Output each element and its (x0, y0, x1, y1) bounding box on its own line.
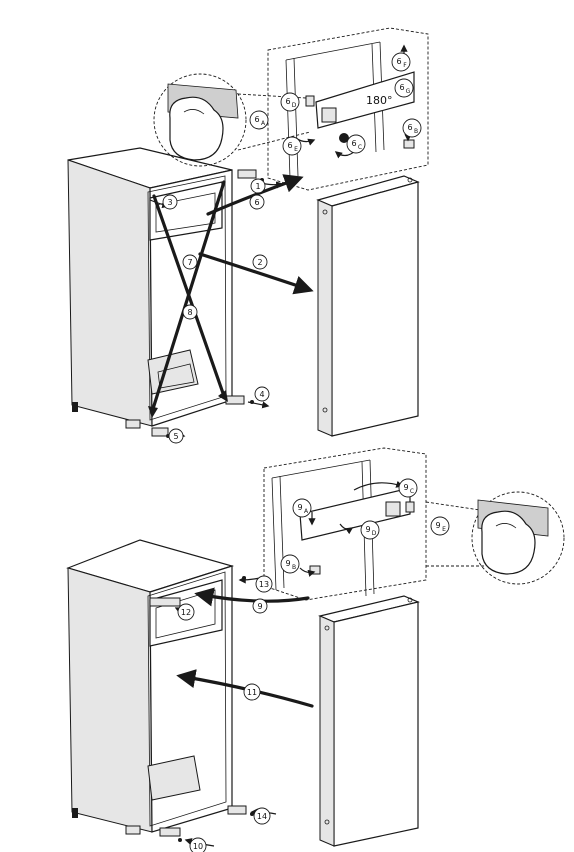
fridge-cabinet-top (67, 147, 264, 438)
callout-10: 10 (189, 837, 207, 852)
callout-1: 1 (250, 178, 266, 194)
callout-12: 12 (177, 603, 195, 621)
subcallout-number: 6 (285, 97, 290, 106)
subcallout-number: 6 (399, 83, 404, 92)
callout-number: 4 (259, 390, 264, 399)
fridge-door-bottom (318, 595, 420, 847)
subcallout-number: 6 (396, 57, 401, 66)
subcallout-letter: F (403, 62, 407, 69)
rotation-label: 180° (366, 94, 393, 107)
subcallout-number: 6 (407, 123, 412, 132)
subcallout-letter: D (292, 102, 297, 109)
callout-3: 3 (162, 194, 178, 210)
bottom-hinge-new (227, 805, 247, 815)
removal-panel: 180° (67, 27, 429, 439)
subcallout-letter: A (304, 508, 309, 515)
callout-number: 2 (257, 258, 262, 267)
callout-6: 6 (249, 194, 265, 210)
reassembly-panel (66, 447, 565, 847)
callout-number: 11 (247, 688, 257, 697)
subcallout-letter: B (414, 128, 418, 135)
arrow-2 (198, 252, 314, 295)
callout-7: 7 (182, 254, 198, 270)
callout-11: 11 (243, 683, 261, 701)
bottom-hinge (225, 395, 245, 405)
subcallout-number: 9 (297, 503, 302, 512)
top-hinge-new (149, 597, 181, 607)
fridge-door-top (316, 175, 420, 437)
subcallout-number: 9 (403, 483, 408, 492)
arrow-8 (152, 194, 226, 398)
callout-14: 14 (253, 807, 271, 825)
callout-number: 14 (257, 812, 267, 821)
subcallout-letter: G (406, 88, 411, 95)
callout-number: 6 (254, 198, 259, 207)
subcallout-letter: E (294, 146, 298, 153)
handle-detail-top (267, 27, 429, 191)
subcallout-number: 6 (351, 139, 356, 148)
magnifier-top (153, 73, 311, 167)
callout-9: 9 (252, 598, 268, 614)
subcallout-letter: E (442, 526, 446, 533)
callout-number: 13 (259, 580, 269, 589)
subcallout-number: 9 (285, 559, 290, 568)
callout-number: 12 (181, 608, 191, 617)
subcallout-letter: B (292, 564, 296, 571)
subcallout-number: 6 (287, 141, 292, 150)
callout-number: 8 (187, 308, 192, 317)
subcallout-letter: A (261, 120, 266, 127)
callout-13: 13 (255, 575, 273, 593)
callout-5: 5 (168, 428, 184, 444)
magnifier-bottom (425, 491, 565, 585)
callout-4: 4 (254, 386, 270, 402)
callout-number: 10 (193, 842, 203, 851)
hand-icon (481, 510, 536, 575)
subcallout-number: 6 (254, 115, 259, 124)
subcallout-number: 9 (365, 525, 370, 534)
subcallout-letter: C (358, 144, 362, 151)
callout-number: 3 (167, 198, 172, 207)
callout-2: 2 (252, 254, 268, 270)
arrow-6 (206, 174, 304, 216)
subcallout-letter: D (372, 530, 377, 537)
callout-8: 8 (182, 304, 198, 320)
callout-number: 1 (255, 182, 260, 191)
hand-icon (169, 96, 224, 161)
callout-number: 5 (173, 432, 178, 441)
fridge-cabinet-bottom (66, 539, 254, 842)
subcallout-number: 9 (435, 521, 440, 530)
top-hinge (237, 169, 257, 179)
callout-number: 9 (257, 602, 262, 611)
subcallout-letter: C (410, 488, 414, 495)
handle-detail-bottom (263, 447, 427, 601)
callout-number: 7 (187, 258, 192, 267)
